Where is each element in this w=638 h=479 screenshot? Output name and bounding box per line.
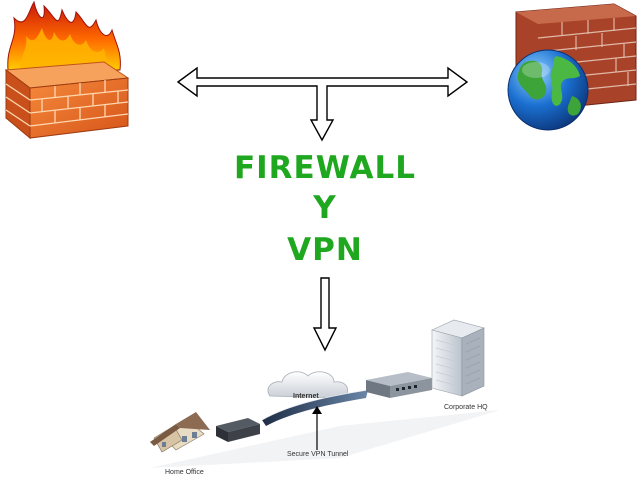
home-office-label: Home Office	[165, 469, 204, 476]
home-router-icon	[216, 418, 260, 442]
home-office-icon	[150, 412, 210, 453]
down-arrow-icon	[312, 277, 338, 352]
globe-firewall-icon	[507, 3, 637, 131]
title-line-2: Y	[313, 190, 337, 226]
corporate-firewall-appliance-icon	[366, 372, 432, 398]
title-line-1: FIREWALL	[233, 150, 417, 186]
internet-cloud-icon	[267, 371, 348, 399]
title-line-3: VPN	[287, 232, 363, 268]
vpn-tunnel-label: Secure VPN Tunnel	[287, 451, 349, 458]
double-arrow-connector	[176, 66, 469, 142]
vpn-network-diagram	[150, 319, 500, 468]
corporate-hq-building-icon	[431, 319, 485, 397]
internet-label: Internet	[293, 393, 319, 400]
corporate-hq-label: Corporate HQ	[444, 404, 488, 411]
vpn-tunnel-icon	[261, 389, 369, 450]
burning-firewall-icon	[4, 0, 130, 140]
